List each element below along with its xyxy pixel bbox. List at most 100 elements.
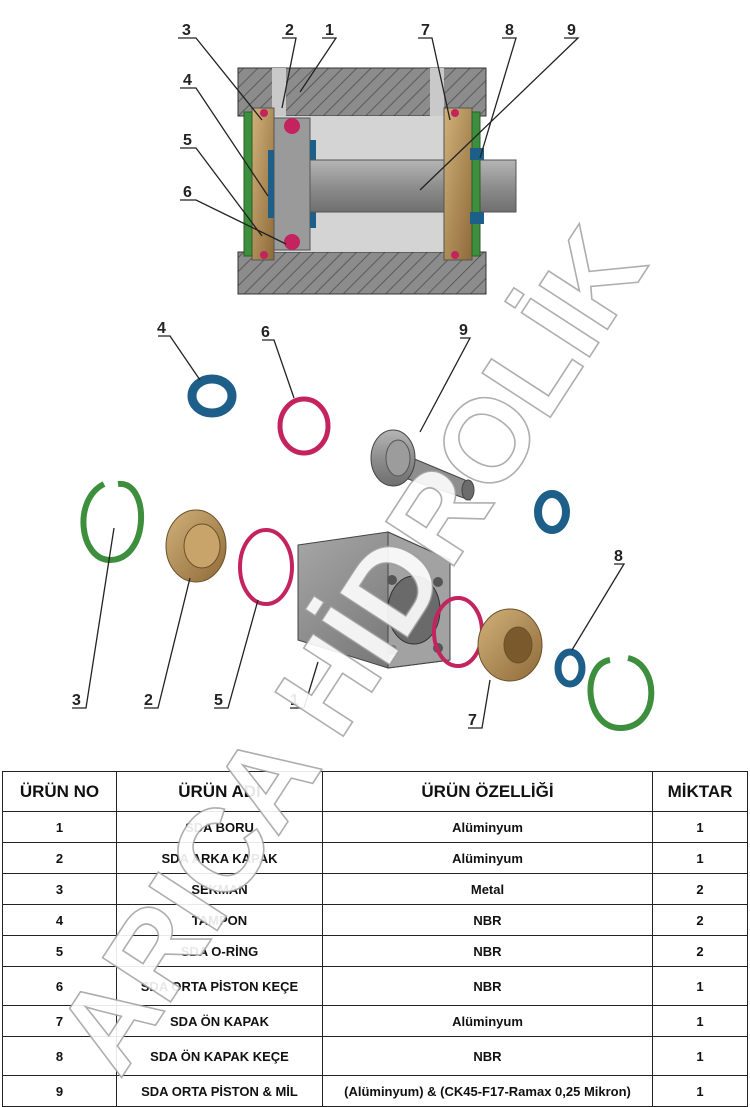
header-product-no: ÜRÜN NO (2, 771, 117, 812)
section-view (237, 67, 517, 295)
callout-exploded-2: 2 (144, 692, 153, 709)
bumper-rear (268, 150, 274, 218)
cell-quantity: 1 (652, 811, 748, 843)
front-snap-ring-section (471, 111, 481, 257)
cell-product-spec: NBR (322, 935, 653, 967)
piston-section (273, 117, 311, 251)
cell-product-spec: NBR (322, 966, 653, 1006)
cell-product-no: 3 (2, 873, 117, 905)
cell-quantity: 1 (652, 1075, 748, 1107)
callout-section-6: 6 (183, 184, 192, 201)
cell-quantity: 1 (652, 1005, 748, 1037)
part-oring-rear (238, 528, 294, 606)
cell-quantity: 1 (652, 966, 748, 1006)
callout-exploded-3: 3 (72, 692, 81, 709)
cell-product-name: SEKMAN (116, 873, 323, 905)
part-rod-seal (554, 648, 586, 688)
rear-oring-top (260, 109, 268, 117)
cell-product-no: 7 (2, 1005, 117, 1037)
cell-quantity: 2 (652, 904, 748, 936)
cell-product-spec: NBR (322, 1036, 653, 1076)
header-quantity: MİKTAR (652, 771, 748, 812)
rear-snap-ring-section (243, 111, 253, 257)
cell-product-no: 2 (2, 842, 117, 874)
callout-exploded-9: 9 (459, 322, 468, 339)
part-snap-ring-front (587, 655, 655, 732)
rod-seal-bottom (470, 212, 484, 224)
cell-product-spec: Alüminyum (322, 811, 653, 843)
callout-exploded-1: 1 (290, 692, 299, 709)
part-bumper-front (534, 490, 570, 534)
cell-product-no: 1 (2, 811, 117, 843)
callout-section-2: 2 (285, 22, 294, 39)
section-callouts (178, 37, 580, 245)
cell-product-name: SDA ÖN KAPAK KEÇE (116, 1036, 323, 1076)
cell-quantity: 1 (652, 842, 748, 874)
cell-product-no: 4 (2, 904, 117, 936)
cell-product-name: SDA ORTA PİSTON & MİL (116, 1075, 323, 1107)
cell-product-spec: NBR (322, 904, 653, 936)
callout-section-5: 5 (183, 132, 192, 149)
header-product-name: ÜRÜN ADI (116, 771, 323, 812)
cell-product-name: TAMPON (116, 904, 323, 936)
piston-seal-top (284, 118, 300, 134)
rod-section (309, 159, 517, 213)
part-rear-cap (165, 509, 227, 583)
cylinder-drawing: 3 2 1 4 5 6 7 8 9 (72, 22, 655, 732)
cell-product-no: 9 (2, 1075, 117, 1107)
callout-section-3: 3 (182, 22, 191, 39)
callout-section-7: 7 (421, 22, 430, 39)
callout-exploded-8: 8 (614, 548, 623, 565)
part-body (297, 531, 451, 669)
cell-product-spec: Alüminyum (322, 1005, 653, 1037)
cell-quantity: 2 (652, 873, 748, 905)
rear-oring-bottom (260, 251, 268, 259)
cell-product-no: 8 (2, 1036, 117, 1076)
callout-section-9: 9 (567, 22, 576, 39)
cell-product-spec: (Alüminyum) & (CK45-F17-Ramax 0,25 Mikro… (322, 1075, 653, 1107)
part-piston-rod (370, 429, 475, 501)
callout-exploded-7: 7 (468, 712, 477, 729)
callout-section-4: 4 (183, 72, 192, 89)
exploded-callout-labels: 4 6 9 3 2 5 1 7 8 (72, 320, 623, 729)
cell-product-name: SDA ÖN KAPAK (116, 1005, 323, 1037)
cell-product-name: SDA O-RİNG (116, 935, 323, 967)
table-header-row: ÜRÜN NO ÜRÜN ADI ÜRÜN ÖZELLİĞİ MİKTAR (2, 771, 748, 812)
cell-product-name: SDA ARKA KAPAK (116, 842, 323, 874)
exploded-callouts (72, 335, 626, 729)
cell-quantity: 2 (652, 935, 748, 967)
part-front-cap (477, 608, 543, 682)
front-oring-bottom (451, 251, 459, 259)
callout-exploded-5: 5 (214, 692, 223, 709)
callout-exploded-4: 4 (157, 320, 166, 337)
part-piston-seal (277, 396, 331, 456)
cell-product-spec: Alüminyum (322, 842, 653, 874)
callout-section-1: 1 (325, 22, 334, 39)
cell-product-name: SDA ORTA PİSTON KEÇE (116, 966, 323, 1006)
cell-product-name: SDA BORU (116, 811, 323, 843)
header-product-spec: ÜRÜN ÖZELLİĞİ (322, 771, 653, 812)
cell-product-no: 5 (2, 935, 117, 967)
part-snap-ring-rear (80, 480, 145, 564)
part-bumper-rear (187, 374, 237, 418)
port-front (430, 68, 444, 116)
cell-product-no: 6 (2, 966, 117, 1006)
callout-exploded-6: 6 (261, 324, 270, 341)
piston-seal-bottom (284, 234, 300, 250)
front-cap-section (443, 107, 473, 261)
cell-quantity: 1 (652, 1036, 748, 1076)
exploded-view (80, 374, 655, 732)
callout-section-8: 8 (505, 22, 514, 39)
section-callout-labels: 3 2 1 4 5 6 7 8 9 (182, 22, 576, 201)
